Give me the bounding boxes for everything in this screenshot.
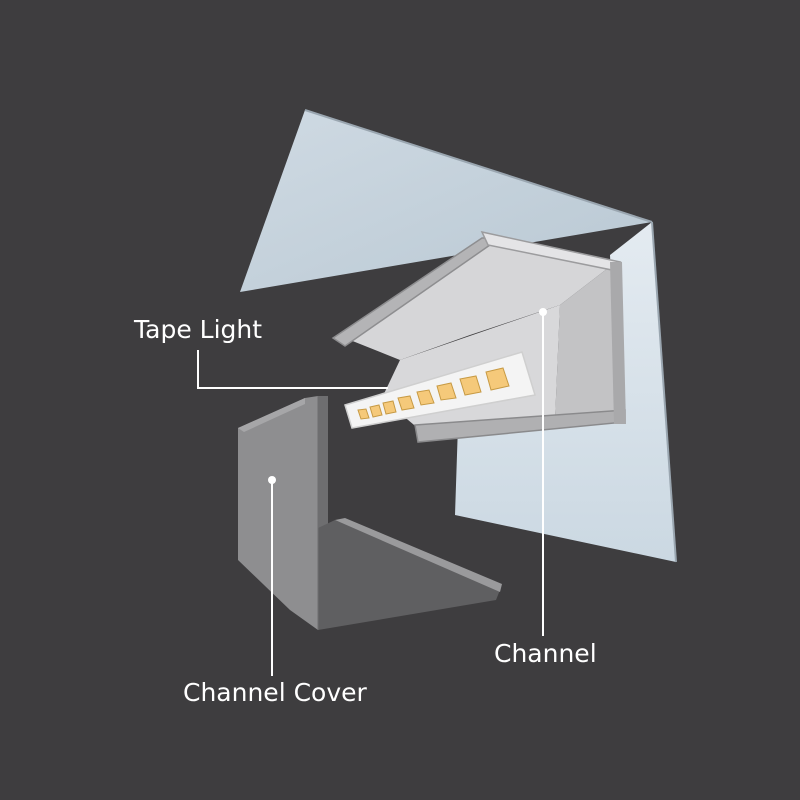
led-chips	[357, 367, 510, 420]
tape-light-part	[344, 351, 536, 429]
channel-pointer-dot	[539, 308, 547, 316]
ceiling-plane	[240, 110, 652, 292]
leader-lines	[197, 312, 544, 676]
channel-cover-pointer-dot	[268, 476, 276, 484]
tape-light-leader	[197, 350, 388, 389]
channel-cover-label: Channel Cover	[183, 678, 367, 707]
channel-label: Channel	[494, 639, 597, 668]
tape-light-label: Tape Light	[134, 315, 263, 344]
channel-part	[331, 230, 626, 443]
channel-cover-part	[238, 396, 502, 630]
leader-dots	[268, 308, 547, 484]
